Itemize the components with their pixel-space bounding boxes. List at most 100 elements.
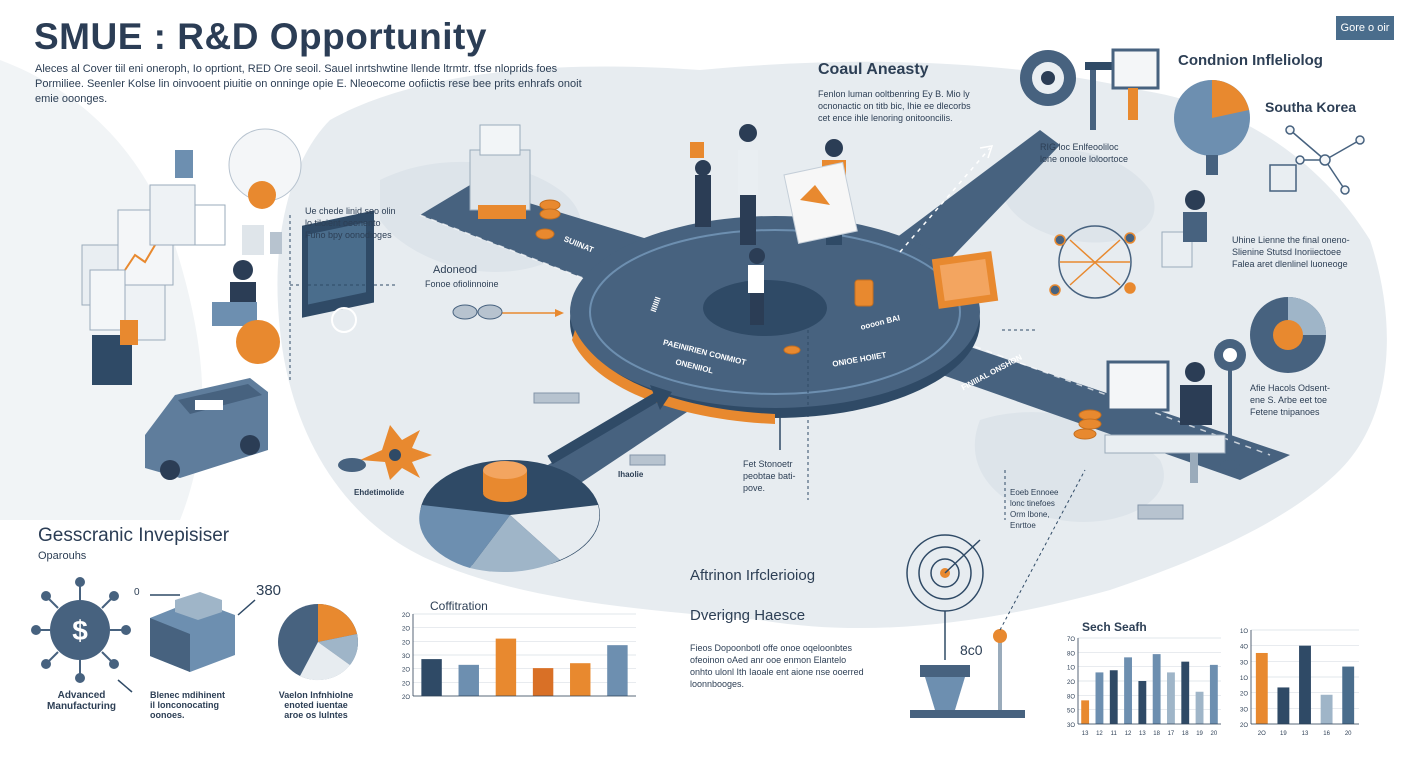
- affirmation-text: Fieos Dopoonbotl offe onoe oqeloonbtes o…: [690, 643, 864, 689]
- van-icon: [145, 378, 268, 480]
- svg-text:$: $: [72, 615, 88, 646]
- chart1-bar: [495, 638, 517, 696]
- presentation-board: [302, 210, 374, 333]
- chart2-xtick-label: 20: [1211, 731, 1218, 737]
- chart1-ytick-label: 2O: [402, 668, 410, 674]
- top-right-note: RIG loc Enlfeooliloc lone onoole loloort…: [1040, 142, 1129, 164]
- chart3-bar: [1342, 666, 1355, 724]
- condition-heading: Condnion Infleliolog: [1178, 52, 1323, 69]
- chart3-xtick-label: 20: [1345, 731, 1352, 737]
- chart3-ytick-label: 1O: [1240, 676, 1248, 682]
- bar-chart-3: 2O 3O 2O 1O 3O 4O 1O 2O 19 13 16 20: [1240, 629, 1359, 737]
- road-upper-right: [880, 130, 1060, 280]
- pie-chart-bottom: [278, 604, 358, 681]
- chart3-ytick-label: 2O: [1240, 723, 1248, 729]
- callout-small: 0: [134, 587, 140, 598]
- chart2-xtick-label: 12: [1125, 731, 1132, 737]
- chart1-bar: [458, 664, 479, 696]
- pin-icon: [1214, 339, 1246, 470]
- bottom-label-blocks: Blenec mdihinent il lonconocating oonoes…: [150, 690, 226, 720]
- goggles-icon: [452, 304, 503, 320]
- chart2-bar: [1081, 700, 1090, 724]
- chart2-bar: [1181, 661, 1190, 724]
- chart3-ytick-label: 4O: [1240, 645, 1248, 651]
- left-note: Ue chede linid seo olin lo tiloient oeon…: [305, 206, 396, 240]
- advanced-sub-label: Fonoe ofiolinnoine: [425, 279, 499, 289]
- chart1-ytick-label: 2O: [402, 613, 410, 619]
- callout-number: 380: [256, 582, 282, 599]
- pie-icon-top-right: [1174, 80, 1250, 175]
- chart2-bar: [1152, 654, 1161, 724]
- chart1-bar: [532, 668, 554, 696]
- intro-text: Aleces al Cover tiil eni oneroph, Io opr…: [35, 63, 582, 105]
- geoscience-heading: Gesscranic Invepisiser: [38, 525, 230, 546]
- coual-anxiety-heading: Coaul Aneasty: [818, 61, 929, 78]
- bottom-label-pie: Vaelon lnfnhiolne enoted iuentae aroe os…: [278, 690, 354, 720]
- chart2-ytick-label: 1O: [1067, 666, 1075, 672]
- analyst-icon: [1161, 190, 1207, 268]
- donut-icon-right: [1250, 297, 1326, 373]
- virus-dollar-icon: $: [31, 577, 133, 693]
- chart1-ytick-label: 2O: [402, 627, 410, 633]
- chart1-ytick-label: 2O: [402, 695, 410, 701]
- chart2-bar: [1138, 681, 1147, 724]
- gear-icon-top-right: [1020, 48, 1160, 130]
- chart1-ytick-label: 3O: [402, 654, 410, 660]
- chart-1-title: Coffitration: [430, 599, 488, 613]
- chart2-bar: [1167, 672, 1175, 724]
- chart2-xtick-label: 19: [1196, 731, 1203, 737]
- people-group: [690, 124, 858, 325]
- chart3-bar: [1255, 652, 1268, 724]
- chart1-ytick-label: 2O: [402, 640, 410, 646]
- connector-note: Eoeb Ennoee lonc tinefoes Orm lbone, Enr…: [1010, 488, 1059, 530]
- chart3-ytick-label: 2O: [1240, 692, 1248, 698]
- disc-chart: [419, 460, 600, 573]
- chart-2-title: Sech Seafh: [1082, 620, 1147, 634]
- chart2-ytick-label: 8O: [1067, 694, 1075, 700]
- center-note: Fet Stonoetr peobtae bati- pove.: [743, 459, 796, 493]
- machine-icon: [469, 124, 531, 219]
- geoscience-subheading: Oparouhs: [38, 550, 87, 562]
- right-note-2: Afie Hacols Odsent- ene S. Arbe eet toe …: [1250, 383, 1331, 417]
- bar-chart-1: 2O 2O 2O 3O 2O 2O 2O: [402, 613, 636, 701]
- chart2-ytick-label: 7O: [1067, 637, 1075, 643]
- chart2-bar: [1124, 657, 1132, 724]
- chart3-xtick-label: 13: [1302, 731, 1309, 737]
- affirmation-subheading: Dverigng Haesce: [690, 607, 806, 624]
- chart1-bar: [421, 659, 442, 696]
- gear-icon: [338, 425, 432, 480]
- corner-button[interactable]: Gore o oir: [1336, 16, 1394, 40]
- network-icon: [1269, 125, 1365, 195]
- chart3-bar: [1320, 694, 1333, 724]
- affirmation-heading: Aftrinon Irfclerioiog: [690, 567, 816, 584]
- bench-label: Ihaolie: [618, 470, 644, 479]
- chart2-ytick-label: 2O: [1067, 680, 1075, 686]
- chart3-ytick-label: 1O: [1240, 629, 1248, 635]
- chart1-bar: [607, 645, 628, 696]
- chart2-ytick-label: 3O: [1067, 723, 1075, 729]
- south-korea-heading: Southa Korea: [1265, 99, 1357, 115]
- right-note-1: Uhine Lienne the final oneno- Slienine S…: [1232, 235, 1350, 269]
- chart2-bar: [1095, 672, 1104, 724]
- chart2-xtick-label: 11: [1111, 731, 1118, 737]
- page-title: SMUE : R&D Opportunity: [34, 16, 487, 57]
- chart1-bar: [570, 663, 591, 696]
- chart3-xtick-label: 16: [1323, 731, 1330, 737]
- chart1-ytick-label: 2O: [402, 681, 410, 687]
- chart3-xtick-label: 2O: [1258, 731, 1266, 737]
- chart3-xtick-label: 19: [1280, 731, 1287, 737]
- dashboard-panels: [81, 128, 302, 341]
- platform-label: Ehdetimolide: [354, 488, 405, 497]
- machine-tool-icon: [910, 629, 1025, 718]
- target-label: 8c0: [960, 642, 983, 658]
- chart2-xtick-label: 13: [1082, 731, 1089, 737]
- chart2-xtick-label: 12: [1096, 731, 1103, 737]
- chart3-ytick-label: 3O: [1240, 660, 1248, 666]
- chart3-bar: [1277, 687, 1290, 724]
- chart2-xtick-label: 13: [1139, 731, 1146, 737]
- chart3-ytick-label: 3O: [1240, 707, 1248, 713]
- target-icon: [906, 534, 984, 660]
- blocks-icon: [150, 592, 235, 672]
